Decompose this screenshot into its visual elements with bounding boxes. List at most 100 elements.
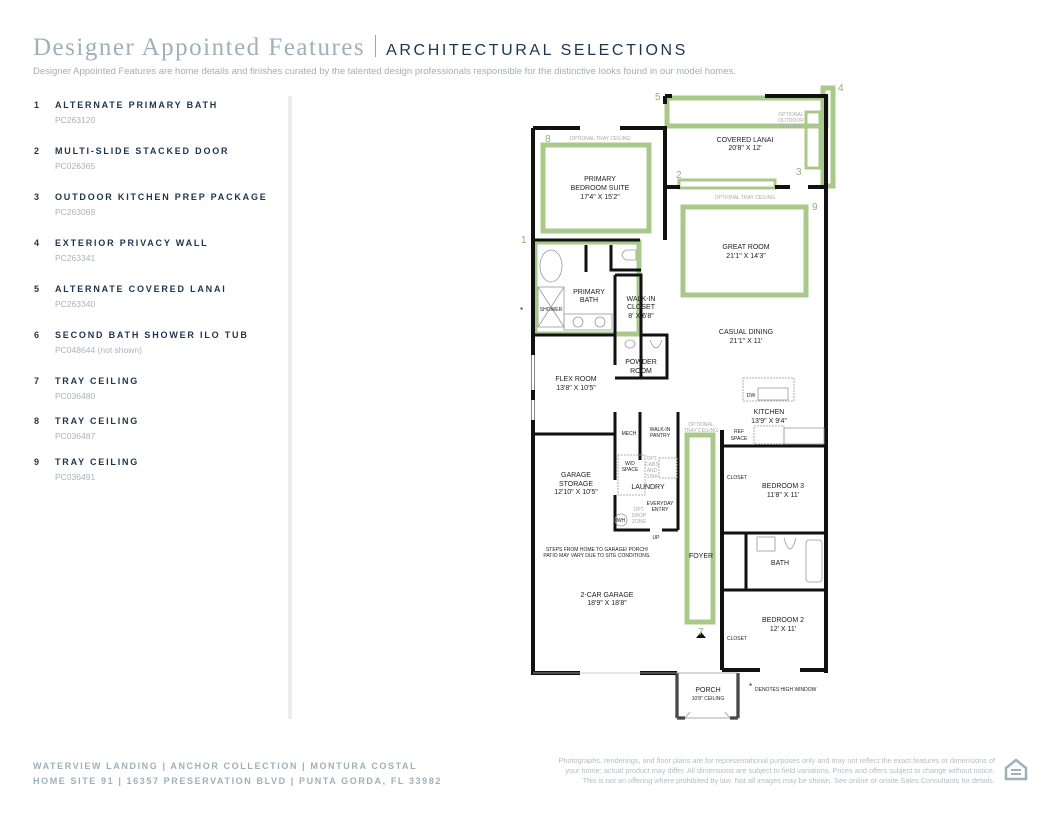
feature-number: 7 (34, 376, 40, 386)
highlight-group (532, 85, 836, 625)
community-info: WATERVIEW LANDING | ANCHOR COLLECTION | … (33, 759, 442, 789)
label-mech: MECH (622, 431, 637, 437)
room-name: BEDROOM 2 (762, 617, 804, 624)
room-name: CLOSET (627, 304, 656, 311)
feature-name: TRAY CEILING (55, 416, 140, 426)
callout-5: 5 (655, 92, 661, 103)
callout-7: 7 (698, 627, 704, 638)
room-name: PRIMARY (573, 289, 605, 296)
room-name: PRIMARY (584, 176, 616, 183)
feature-number: 8 (34, 416, 40, 426)
note-outdoor: OPTIONAL (778, 112, 804, 118)
small-labels: MECH WALK-IN PANTRY W/D SPACE EVERYDAY E… (540, 307, 817, 702)
room-name: BEDROOM 3 (762, 483, 804, 490)
callouts: 1 2 3 4 5 7 8 9 (521, 83, 844, 638)
room-name: ROOM (630, 368, 652, 375)
label-wd: SPACE (622, 467, 639, 473)
title-main: Designer Appointed Features (33, 34, 366, 61)
fixtures (531, 249, 825, 719)
callout-9: 9 (812, 202, 818, 213)
label-closet: CLOSET (727, 636, 747, 642)
feature-number: 9 (34, 457, 40, 467)
room-name: WALK-IN (627, 296, 656, 303)
label-wh: WH (617, 518, 626, 524)
label-pantry: WALK-IN (650, 427, 671, 433)
feature-code: PC048644 (not shown) (55, 345, 142, 355)
room-name: POWDER (625, 359, 657, 366)
disclaimer-line: This is not an offering where prohibited… (582, 776, 995, 785)
disclaimer-line: your home; actual product may differ. Al… (565, 766, 995, 775)
label-dw: DW (747, 393, 756, 399)
note-tray: TRAY CEILING (684, 428, 718, 434)
label-optcabs: OPT. (646, 456, 657, 462)
room-name: GREAT ROOM (722, 244, 769, 251)
room-name: BATH (580, 297, 598, 304)
feature-name: TRAY CEILING (55, 376, 140, 386)
label-shower: SHOWER (540, 307, 563, 313)
shower (537, 286, 565, 328)
room-name: LAUNDRY (631, 484, 665, 491)
note-tray: OPTIONAL TRAY CEILING (715, 195, 776, 201)
feature-code: PC036487 (55, 431, 96, 441)
label-up: UP (653, 535, 661, 541)
room-dims: 12'10" X 10'5" (554, 489, 598, 496)
label-optcabs: CABS (645, 462, 659, 468)
highlight-tray-8 (540, 142, 652, 234)
room-name: BEDROOM SUITE (571, 185, 630, 192)
community-line: WATERVIEW LANDING | ANCHOR COLLECTION | … (33, 761, 418, 771)
entry-arrow-icon (696, 632, 706, 638)
label-pantry: PANTRY (650, 433, 670, 439)
callout-2: 2 (676, 170, 682, 181)
room-dims: 21'1" X 14'3" (726, 253, 766, 260)
feature-number: 4 (34, 238, 40, 248)
equal-housing-icon (1004, 758, 1028, 781)
feature-number: 1 (34, 100, 40, 110)
feature-name: ALTERNATE PRIMARY BATH (55, 100, 219, 110)
feature-code: PC036491 (55, 472, 96, 482)
disclaimer-line: Photographs, renderings, and floor plans… (558, 756, 995, 765)
note-outdoor: OUTDOOR (778, 118, 804, 124)
label-optcabs: SINK (646, 474, 658, 480)
page-subtitle: Designer Appointed Features are home det… (33, 66, 736, 77)
feature-code: PC263340 (55, 299, 96, 309)
feature-number: 3 (34, 192, 40, 202)
note-tray: OPTIONAL (688, 422, 714, 428)
water-heater (614, 513, 628, 527)
room-name: GARAGE (561, 472, 591, 479)
highlight-door-2 (677, 178, 777, 190)
title-separator (375, 35, 377, 57)
asterisk-mark: * (520, 306, 523, 315)
bathtub (539, 249, 563, 283)
room-dims: 13'9" X 9'4" (751, 418, 787, 425)
room-dims: 17'4" X 15'2" (580, 194, 620, 201)
callout-4: 4 (838, 83, 844, 94)
feature-name: ALTERNATE COVERED LANAI (55, 284, 227, 294)
highlight-tray-9 (680, 204, 809, 298)
label-closet: CLOSET (727, 475, 747, 481)
room-dims: 11'8" X 11' (767, 492, 799, 499)
tub (805, 539, 823, 583)
address-line: HOME SITE 91 | 16357 PRESERVATION BLVD |… (33, 776, 442, 786)
label-entry: EVERYDAY (647, 501, 674, 507)
room-labels: COVERED LANAI 20'8" X 12' PRIMARY BEDROO… (554, 137, 804, 694)
feature-name: MULTI-SLIDE STACKED DOOR (55, 146, 230, 156)
room-dims: 12' X 11' (770, 626, 796, 633)
note-high-window: DENOTES HIGH WINDOW (755, 687, 817, 693)
note-outdoor: KITCHEN (780, 124, 802, 130)
label-wd: W/D (625, 461, 635, 467)
room-name: 2-CAR GARAGE (581, 592, 634, 599)
callout-8: 8 (545, 134, 551, 145)
room-dims: 20'8" X 12' (728, 145, 761, 152)
feature-name: OUTDOOR KITCHEN PREP PACKAGE (55, 192, 268, 202)
feature-code: PC263341 (55, 253, 96, 263)
feature-code: PC036480 (55, 391, 96, 401)
highlight-outdoor-kitchen-3 (804, 110, 822, 170)
room-dims: 10'8" CEILING (692, 696, 725, 702)
room-name: COVERED LANAI (717, 137, 774, 144)
feature-number: 5 (34, 284, 40, 294)
note-tray: OPTIONAL TRAY CEILING (570, 136, 631, 142)
feature-name: TRAY CEILING (55, 457, 140, 467)
